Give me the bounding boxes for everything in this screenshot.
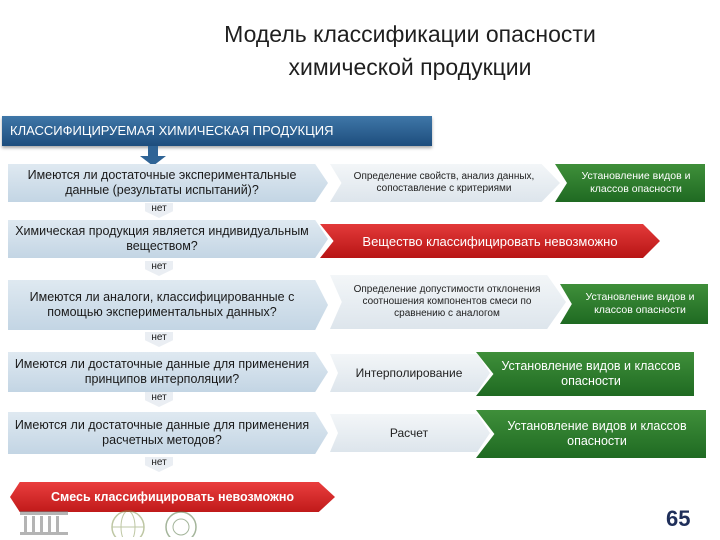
down-arrow-icon xyxy=(140,146,166,166)
result-hazard-classes-1: Установление видов и классов опасности xyxy=(555,164,705,202)
no-arrow-3: нет xyxy=(145,332,173,347)
no-arrow-1: нет xyxy=(145,203,173,218)
mixture-not-classifiable: Смесь классифицировать невозможно xyxy=(10,482,335,512)
action-interpolation: Интерполирование xyxy=(330,354,490,392)
action-property-analysis: Определение свойств, анализ данных, сопо… xyxy=(330,164,560,202)
action-deviation-check: Определение допустимости отклонения соот… xyxy=(330,275,566,329)
no-arrow-2: нет xyxy=(145,261,173,276)
title-line-1: Модель классификации опасности xyxy=(224,21,596,47)
title-line-2: химической продукции xyxy=(288,54,532,80)
question-experimental-data: Имеются ли достаточные экспериментальные… xyxy=(8,164,328,202)
no-label: нет xyxy=(151,392,167,403)
no-arrow-5: нет xyxy=(145,457,173,472)
emblem-logo-icon xyxy=(165,511,197,537)
no-arrow-4: нет xyxy=(145,392,173,407)
building-logo-icon xyxy=(20,511,68,535)
question-calculation: Имеются ли достаточные данные для примен… xyxy=(8,412,328,454)
no-label: нет xyxy=(151,457,167,468)
globe-logo-icon xyxy=(111,510,145,537)
result-hazard-classes-4: Установление видов и классов опасности xyxy=(476,410,706,458)
question-individual-substance: Химическая продукция является индивидуал… xyxy=(8,220,328,258)
no-label: нет xyxy=(151,203,167,214)
question-analogs: Имеются ли аналоги, классифицированные с… xyxy=(8,280,328,330)
classified-product-header: КЛАССИФИЦИРУЕМАЯ ХИМИЧЕСКАЯ ПРОДУКЦИЯ xyxy=(2,116,432,146)
slide-title: Модель классификации опасности химическо… xyxy=(150,18,670,84)
substance-not-classifiable: Вещество классифицировать невозможно xyxy=(320,224,660,258)
result-hazard-classes-2: Установление видов и классов опасности xyxy=(560,284,708,324)
page-number: 65 xyxy=(666,506,691,531)
no-label: нет xyxy=(151,332,167,343)
result-hazard-classes-3: Установление видов и классов опасности xyxy=(476,352,694,396)
no-label: нет xyxy=(151,261,167,272)
action-calculation: Расчет xyxy=(330,414,490,452)
question-interpolation: Имеются ли достаточные данные для примен… xyxy=(8,352,328,392)
